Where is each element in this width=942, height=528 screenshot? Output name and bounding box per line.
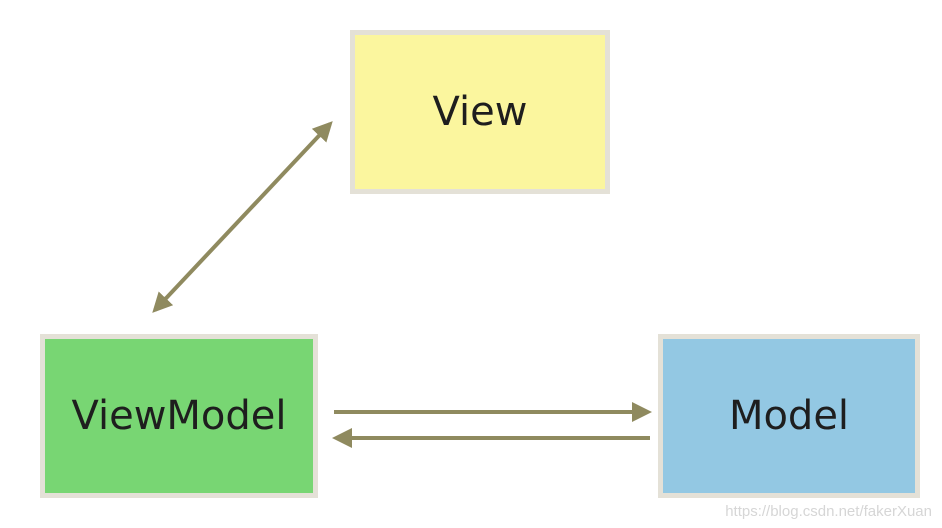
model-box: Model xyxy=(658,334,920,498)
viewmodel-box: ViewModel xyxy=(40,334,318,498)
watermark-text: https://blog.csdn.net/fakerXuan xyxy=(725,503,932,520)
viewmodel-label: ViewModel xyxy=(71,393,287,439)
view-label: View xyxy=(432,89,528,135)
view-box: View xyxy=(350,30,610,194)
arrow-viewmodel-view xyxy=(152,121,333,313)
model-label: Model xyxy=(728,393,850,439)
